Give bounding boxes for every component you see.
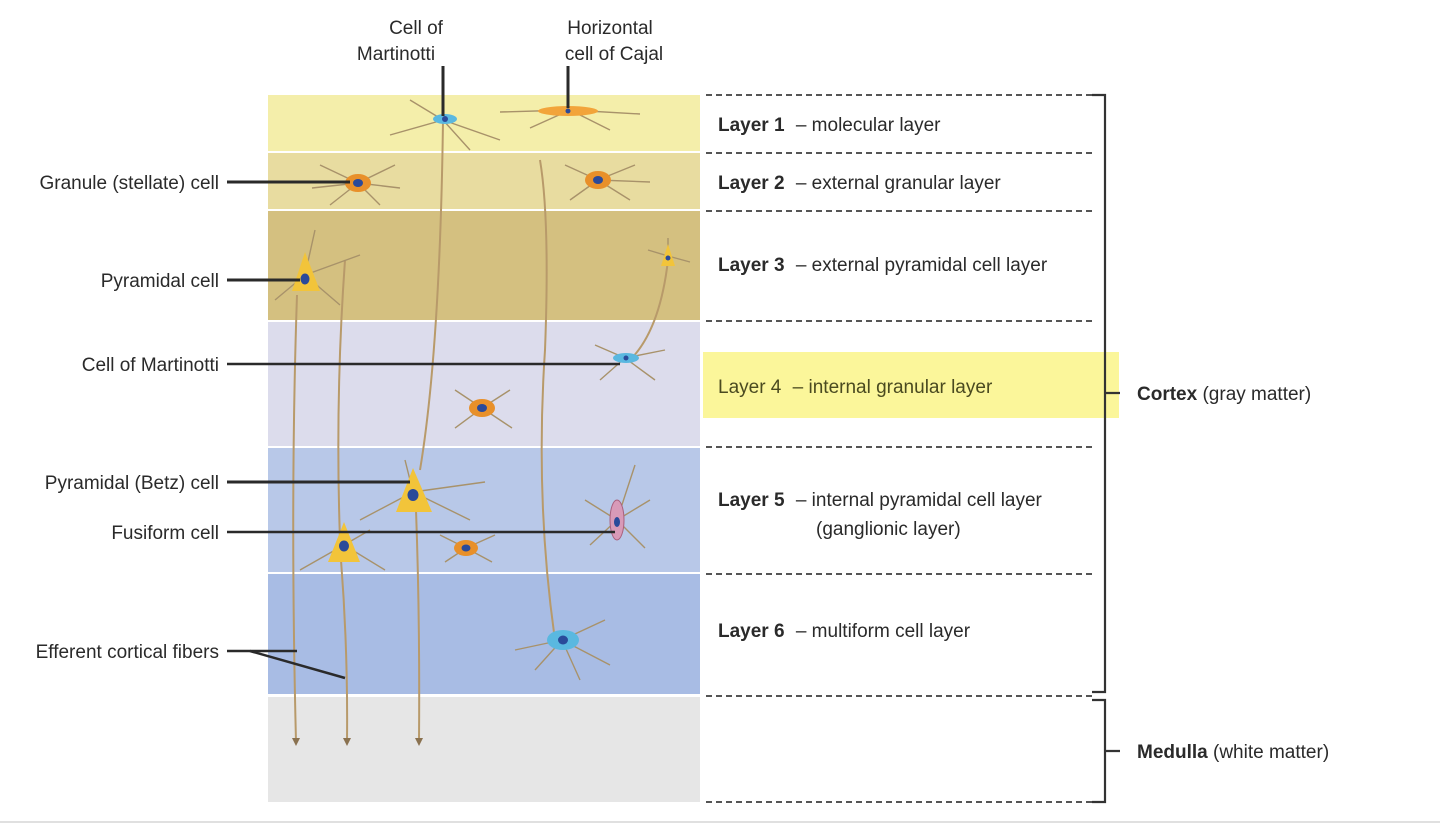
- layer-6-label: Layer 6 – multiform cell layer: [718, 621, 971, 642]
- layer-6-name: Layer 6: [718, 621, 785, 642]
- layer-2-label: Layer 2 – external granular layer: [718, 173, 1001, 194]
- betz-cell-label: Pyramidal (Betz) cell: [45, 473, 219, 494]
- cortex-bracket: [1092, 93, 1120, 694]
- martinotti-cell-label: Cell of Martinotti: [82, 355, 219, 376]
- layer-1-band: [268, 95, 700, 151]
- martinotti-top-label-line1: Cell of: [389, 18, 444, 39]
- layer-bands: [268, 95, 700, 802]
- medulla-band: [268, 697, 700, 802]
- layer-2-name: Layer 2: [718, 173, 785, 194]
- medulla-bracket: [1092, 698, 1120, 804]
- layer-1-desc: – molecular layer: [796, 115, 941, 136]
- layer-4-band: [268, 322, 700, 446]
- fusiform-cell-label: Fusiform cell: [111, 523, 219, 544]
- layer-5-desc2: (ganglionic layer): [816, 519, 961, 540]
- layer-3-band: [268, 211, 700, 320]
- layer-5-name: Layer 5: [718, 490, 785, 511]
- pyramidal-cell-small: [661, 244, 675, 266]
- leader-lines: [227, 66, 620, 680]
- pyramidal-cell-label: Pyramidal cell: [101, 271, 219, 292]
- layer-4-name: Layer 4: [718, 377, 782, 398]
- martinotti-top-label-line2: Martinotti: [357, 44, 435, 65]
- medulla-label: Medulla (white matter): [1137, 742, 1329, 763]
- layer-separators: [706, 94, 1092, 803]
- cajal-label-line1: Horizontal: [567, 18, 653, 39]
- efferent-fibers-label: Efferent cortical fibers: [36, 642, 219, 663]
- layer-3-name: Layer 3: [718, 255, 785, 276]
- medulla-label-rest: (white matter): [1208, 742, 1329, 763]
- layer-4-desc: – internal granular layer: [793, 377, 993, 398]
- cells: [292, 106, 675, 650]
- layer-1-label: Layer 1 – molecular layer: [718, 115, 941, 136]
- layer-4-highlight: [703, 352, 1119, 418]
- layer-6-desc: – multiform cell layer: [796, 621, 971, 642]
- layer-2-desc: – external granular layer: [796, 173, 1002, 194]
- efferent-fibers: [292, 119, 669, 746]
- medulla-label-bold: Medulla: [1137, 742, 1208, 763]
- layer-3-desc: – external pyramidal cell layer: [796, 255, 1048, 276]
- layer-3-label: Layer 3 – external pyramidal cell layer: [718, 255, 1048, 276]
- granule-cell-label: Granule (stellate) cell: [39, 173, 219, 194]
- layer-5-label: Layer 5 – internal pyramidal cell layer: [718, 490, 1043, 511]
- cajal-label-line2: cell of Cajal: [565, 44, 663, 65]
- cortex-label-bold: Cortex: [1137, 384, 1198, 405]
- layer-6-band: [268, 574, 700, 694]
- layer-5-desc: – internal pyramidal cell layer: [796, 490, 1043, 511]
- cortex-label-rest: (gray matter): [1197, 384, 1311, 405]
- cortex-label: Cortex (gray matter): [1137, 384, 1311, 405]
- layer-1-name: Layer 1: [718, 115, 785, 136]
- layer-4-label: Layer 4 – internal granular layer: [718, 377, 993, 398]
